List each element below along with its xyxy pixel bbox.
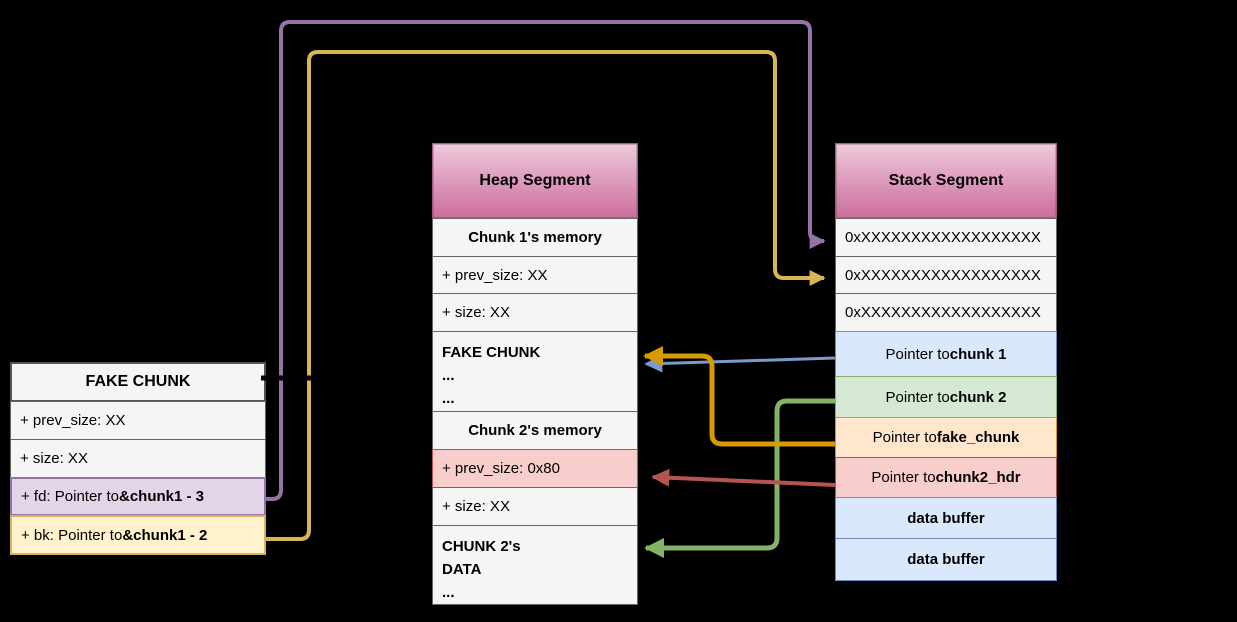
stack-row-address-3: 0xXXXXXXXXXXXXXXXXXX — [835, 293, 1057, 332]
heap-row-prev-size: + prev_size: XX — [432, 256, 638, 294]
arrow-ptr-fake-chunk-to-fake-chunk — [643, 346, 835, 447]
row-label: 0xXXXXXXXXXXXXXXXXXX — [845, 266, 1041, 284]
fake-chunk-row-prev-size: + prev_size: XX — [10, 401, 266, 440]
heap-row-size: + size: XX — [432, 293, 638, 332]
row-label-bold: chunk 2 — [949, 388, 1007, 406]
fake-chunk-table-title: FAKE CHUNK — [10, 362, 266, 402]
stack-row-pointer-fake-chunk: Pointer to fake_chunk — [835, 417, 1057, 458]
row-label: data buffer — [907, 551, 985, 568]
stack-row-address-1: 0xXXXXXXXXXXXXXXXXXX — [835, 218, 1057, 257]
row-label: + prev_size: 0x80 — [442, 460, 560, 477]
row-line: ... — [442, 390, 455, 407]
heap-segment-title: Heap Segment — [432, 143, 638, 219]
row-label: Pointer to — [872, 429, 937, 446]
heap-row-prev-size-0x80: + prev_size: 0x80 — [432, 449, 638, 488]
row-label: + prev_size: XX — [442, 266, 548, 284]
row-label: + prev_size: XX — [20, 412, 126, 429]
row-label: data buffer — [907, 509, 985, 527]
arrow-ptr-chunk1-to-fake-chunk — [644, 354, 836, 373]
row-label: Chunk 1's memory — [468, 229, 602, 246]
heap-segment-table: Heap Segment Chunk 1's memory + prev_siz… — [432, 143, 638, 605]
row-label-bold: chunk2_hdr — [935, 469, 1021, 486]
stack-row-data-buffer-2: data buffer — [835, 538, 1057, 581]
row-label: 0xXXXXXXXXXXXXXXXXXX — [845, 304, 1041, 321]
arrow-ptr-chunk2-to-chunk2-data — [644, 398, 835, 558]
row-label: + size: XX — [442, 304, 510, 321]
row-label-bold: chunk 1 — [949, 345, 1007, 363]
stack-row-pointer-chunk2-hdr: Pointer to chunk2_hdr — [835, 457, 1057, 498]
stack-segment-table: Stack Segment 0xXXXXXXXXXXXXXXXXXX 0xXXX… — [835, 143, 1057, 581]
row-label: 0xXXXXXXXXXXXXXXXXXX — [845, 229, 1041, 246]
heap-row-fake-chunk: FAKE CHUNK ... ... — [432, 331, 638, 412]
heap-row-chunk2-memory: Chunk 2's memory — [432, 411, 638, 450]
row-line: DATA — [442, 561, 482, 578]
fake-chunk-row-size: + size: XX — [10, 439, 266, 478]
row-label: + size: XX — [20, 450, 88, 467]
fake-chunk-row-fd: + fd: Pointer to &chunk1 - 3 — [10, 477, 266, 516]
heap-row-chunk2-data: CHUNK 2's DATA ... — [432, 525, 638, 605]
stack-row-pointer-chunk1: Pointer to chunk 1 — [835, 331, 1057, 377]
row-label: + fd: Pointer to — [21, 488, 119, 505]
heap-row-size2: + size: XX — [432, 487, 638, 526]
stack-row-address-2: 0xXXXXXXXXXXXXXXXXXX — [835, 256, 1057, 294]
fake-chunk-row-bk: + bk: Pointer to &chunk1 - 2 — [10, 515, 266, 555]
row-line: ... — [442, 584, 455, 601]
row-label: + size: XX — [442, 498, 510, 515]
row-label: + bk: Pointer to — [21, 526, 123, 544]
fake-chunk-table: FAKE CHUNK + prev_size: XX + size: XX + … — [10, 362, 266, 555]
stack-row-data-buffer-1: data buffer — [835, 497, 1057, 539]
row-label: Pointer to — [885, 388, 950, 406]
row-label: Pointer to — [871, 469, 936, 486]
arrow-ptr-chunk2hdr-to-prev-size — [651, 468, 836, 487]
stack-row-pointer-chunk2: Pointer to chunk 2 — [835, 376, 1057, 418]
row-label-bold: &chunk1 - 2 — [122, 526, 208, 544]
heap-row-chunk1-memory: Chunk 1's memory — [432, 218, 638, 257]
row-label-bold: &chunk1 - 3 — [118, 488, 205, 505]
row-line: CHUNK 2's — [442, 538, 521, 555]
row-label-bold: fake_chunk — [936, 429, 1020, 446]
row-line: ... — [442, 367, 455, 384]
stack-segment-title: Stack Segment — [835, 143, 1057, 219]
row-label: Chunk 2's memory — [468, 422, 602, 439]
row-line: FAKE CHUNK — [442, 344, 541, 361]
row-label: Pointer to — [885, 345, 950, 363]
